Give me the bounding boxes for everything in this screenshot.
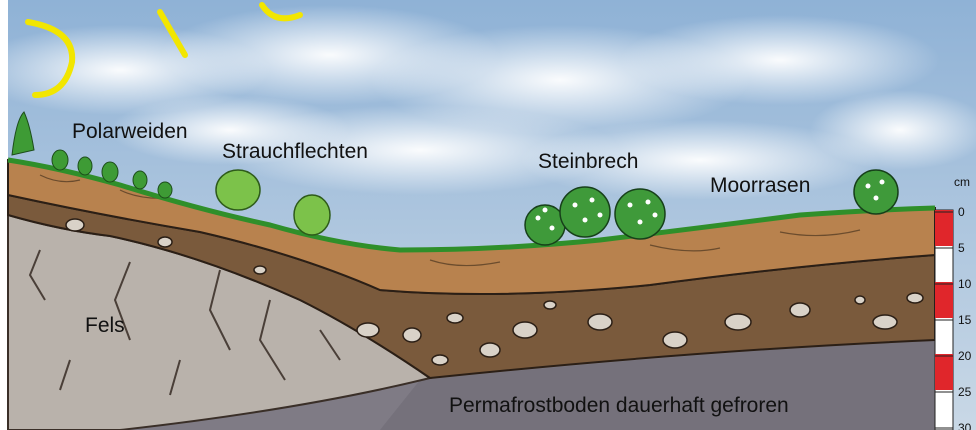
scale-tick-label: 5 <box>958 241 965 255</box>
label-steinbrech: Steinbrech <box>538 150 638 173</box>
scale-tick-label: 10 <box>958 277 972 291</box>
scale-tick-label: 30 <box>958 421 972 430</box>
label-polarweiden: Polarweiden <box>72 120 188 143</box>
label-strauchflechten: Strauchflechten <box>222 140 368 163</box>
scale-tick-label: 15 <box>958 313 972 327</box>
moorrasen-plants <box>854 170 898 214</box>
scale-unit: cm <box>954 175 970 189</box>
scale-tick-label: 20 <box>958 349 972 363</box>
label-moorrasen: Moorrasen <box>710 174 810 197</box>
scale-tick-label: 0 <box>958 205 965 219</box>
label-permafrost: Permafrostboden dauerhaft gefroren <box>449 394 789 417</box>
scale-tick-label: 25 <box>958 385 972 399</box>
label-fels: Fels <box>85 314 125 337</box>
